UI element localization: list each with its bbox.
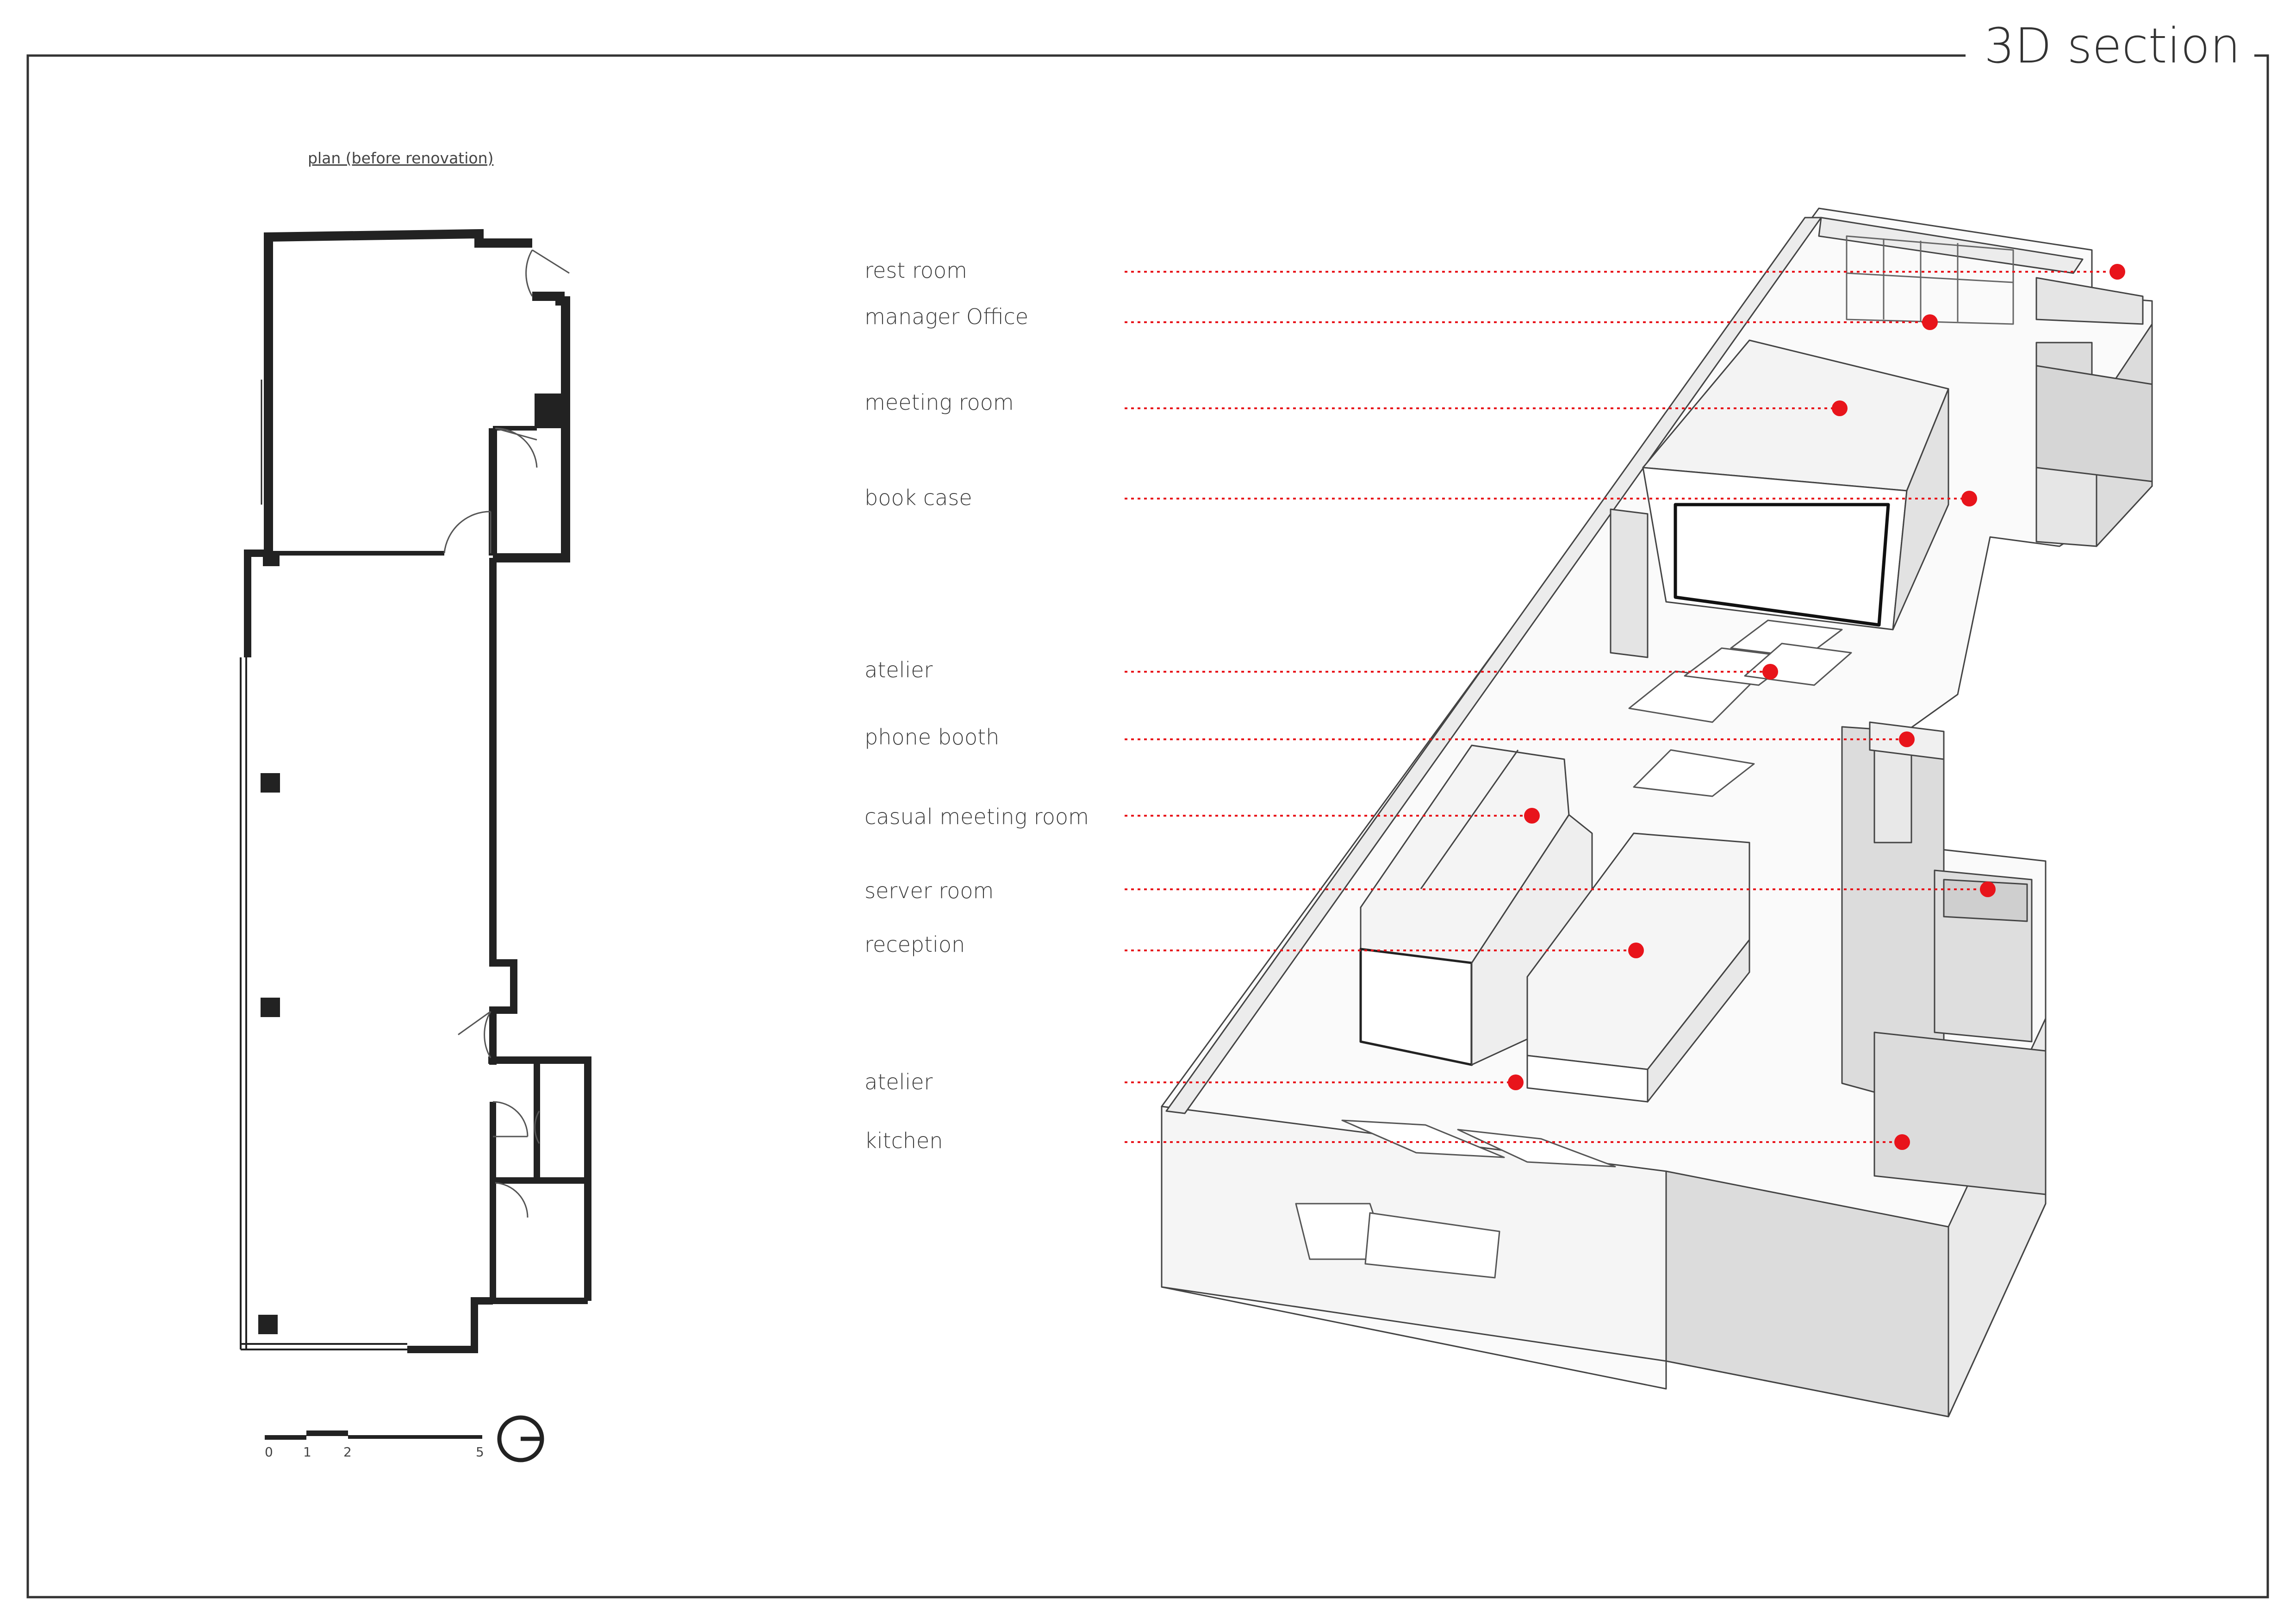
dot-atelier-upper xyxy=(1762,664,1778,680)
north-arrow-icon xyxy=(497,1415,544,1462)
scale-tick-0: 0 xyxy=(265,1444,273,1460)
dot-phone-booth xyxy=(1899,731,1915,747)
dot-casual-meeting-room xyxy=(1524,808,1540,824)
scale-tick-1: 1 xyxy=(303,1444,311,1460)
label-book-case: book case xyxy=(865,485,972,510)
label-server-room: server room xyxy=(865,878,994,903)
dot-reception xyxy=(1628,943,1644,958)
scale-tick-5: 5 xyxy=(476,1444,484,1460)
dot-meeting-room xyxy=(1832,400,1848,416)
label-atelier-upper: atelier xyxy=(865,657,933,682)
label-phone-booth: phone booth xyxy=(865,725,1000,750)
dot-rest-room xyxy=(2109,264,2125,280)
label-reception: reception xyxy=(865,932,965,957)
label-meeting-room: meeting room xyxy=(865,390,1014,415)
label-kitchen: kitchen xyxy=(865,1128,943,1153)
label-casual-meeting-room: casual meeting room xyxy=(865,804,1089,829)
plan-doors xyxy=(443,249,570,1218)
label-manager-office: manager Office xyxy=(865,304,1029,329)
dot-kitchen xyxy=(1894,1134,1910,1150)
scale-tick-2: 2 xyxy=(343,1444,352,1460)
plan-columns xyxy=(258,394,563,1334)
label-rest-room: rest room xyxy=(865,258,967,283)
plan-title: plan (before renovation) xyxy=(308,149,494,167)
dot-book-case xyxy=(1961,491,1977,506)
sheet-title: 3D section xyxy=(1966,18,2254,74)
dot-atelier-lower xyxy=(1508,1074,1524,1090)
dot-manager-office xyxy=(1922,314,1938,330)
plan-walls xyxy=(240,229,591,1353)
label-atelier-lower: atelier xyxy=(865,1069,933,1094)
dot-server-room xyxy=(1980,881,1996,897)
